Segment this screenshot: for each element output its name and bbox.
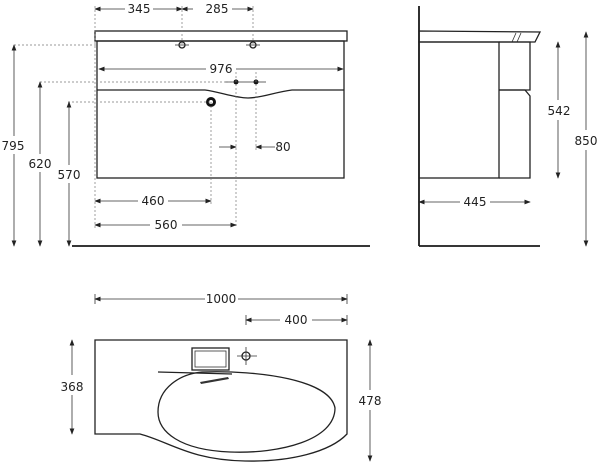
drawer-divider — [97, 89, 344, 99]
side-cabinet — [418, 41, 500, 179]
dim-478: 478 — [359, 394, 382, 408]
front-view: 345 285 976 795 620 570 80 460 560 — [2, 2, 370, 247]
dim-976: 976 — [210, 62, 233, 76]
dim-80: 80 — [275, 140, 290, 154]
dim-850: 850 — [575, 134, 598, 148]
dim-445: 445 — [464, 195, 487, 209]
top-view: 1000 400 368 478 — [61, 292, 382, 462]
dim-460: 460 — [142, 194, 165, 208]
side-top-drawer — [499, 41, 531, 91]
dim-368: 368 — [61, 380, 84, 394]
side-bottom-drawer — [499, 89, 531, 179]
basin-bowl — [157, 371, 336, 453]
side-countertop — [418, 30, 542, 43]
overflow-slot — [200, 377, 229, 384]
dim-620: 620 — [29, 157, 52, 171]
dim-795: 795 — [2, 139, 25, 153]
dim-542: 542 — [548, 104, 571, 118]
dim-1000: 1000 — [206, 292, 237, 306]
basin-outline — [94, 339, 348, 462]
dim-560: 560 — [155, 218, 178, 232]
countertop — [94, 30, 348, 42]
soap-dish — [191, 347, 230, 371]
dim-345: 345 — [128, 2, 151, 16]
dim-570: 570 — [58, 168, 81, 182]
dim-285: 285 — [206, 2, 229, 16]
cabinet-body — [96, 40, 345, 179]
dim-400: 400 — [285, 313, 308, 327]
side-view: 445 542 850 — [418, 6, 598, 247]
